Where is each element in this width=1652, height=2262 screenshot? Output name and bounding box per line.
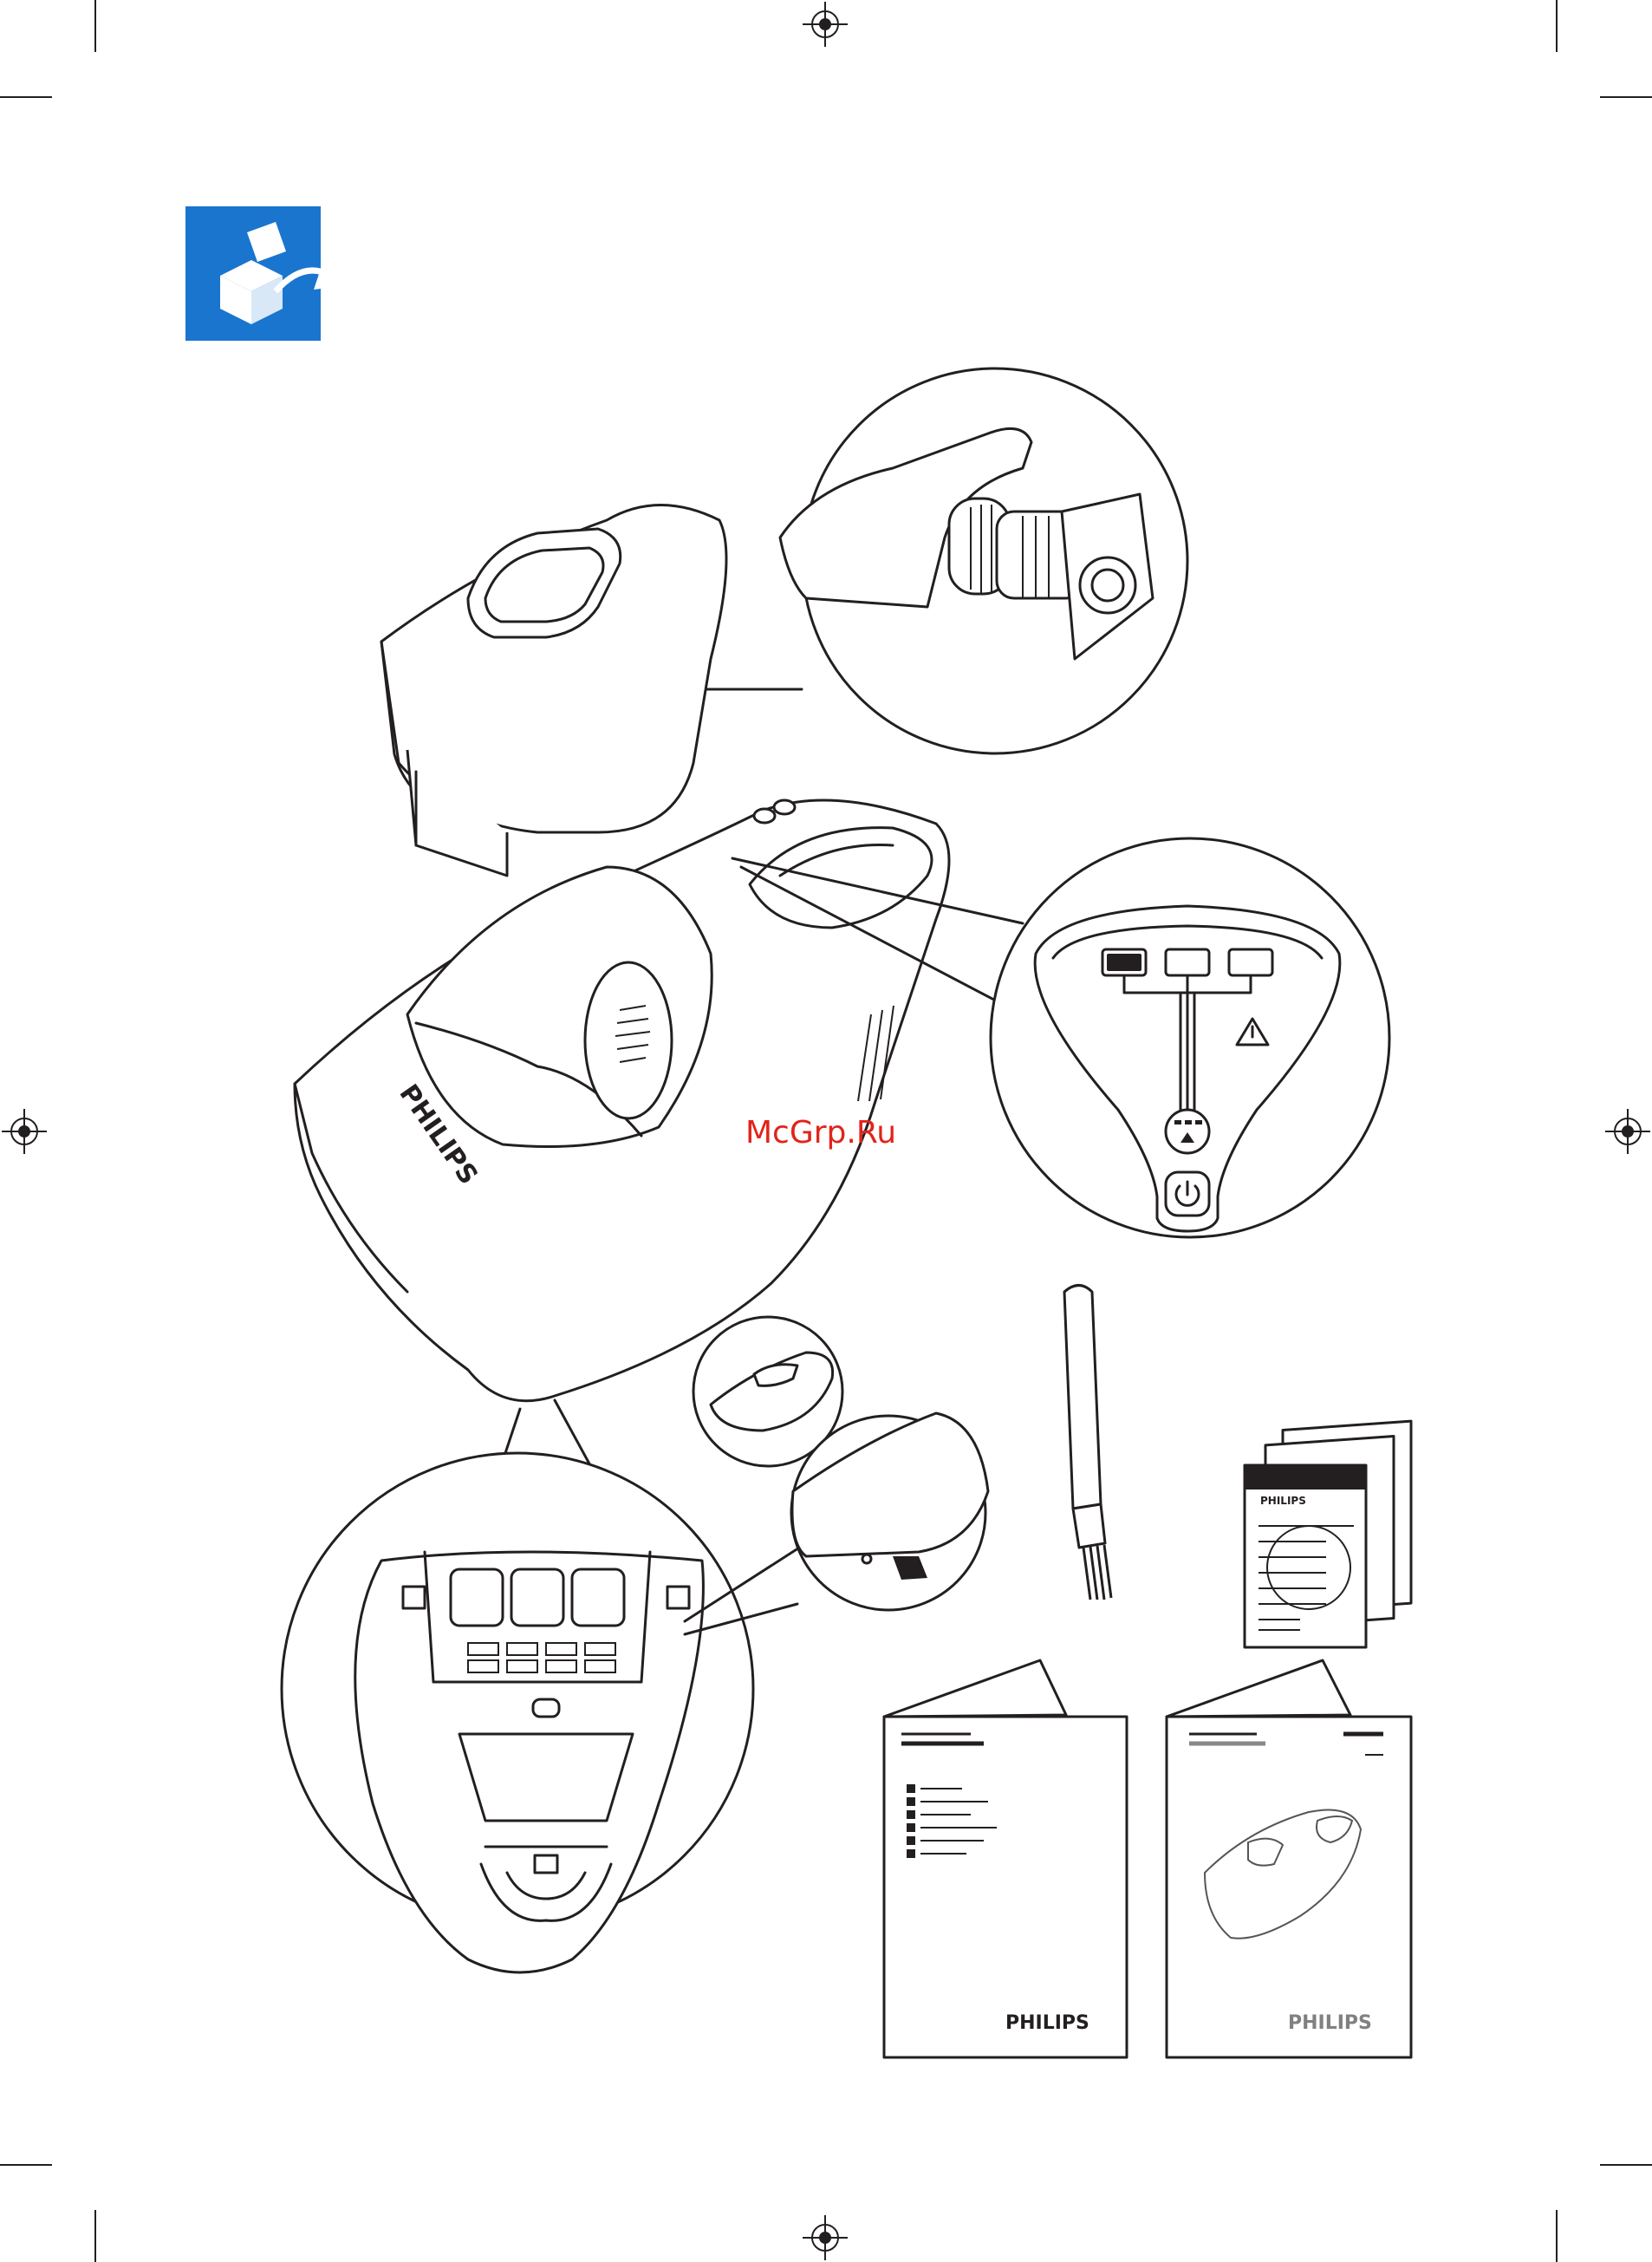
bottom-view-zoom-circle <box>282 1400 753 1972</box>
filter-zoom-circle <box>706 368 1187 753</box>
registration-mark-top <box>803 2 848 47</box>
watermark: McGrp.Ru <box>745 1115 896 1151</box>
dust-container-illustration <box>381 505 726 877</box>
handheld-vacuum-illustration: PHILIPS <box>295 800 949 1401</box>
registration-mark-bottom <box>803 2215 848 2260</box>
user-manual-left: PHILIPS <box>884 1660 1127 2057</box>
manual-right-brand-logo: PHILIPS <box>1288 2012 1372 2034</box>
cleaning-brush-illustration <box>1064 1286 1111 1600</box>
registration-mark-right <box>1605 1109 1650 1154</box>
registration-mark-left <box>2 1109 47 1154</box>
user-manual-right: PHILIPS <box>1167 1660 1411 2057</box>
leaflet-brand-logo: PHILIPS <box>1260 1495 1306 1507</box>
manual-left-brand-logo: PHILIPS <box>1005 2012 1089 2034</box>
leaflet-stack-illustration: PHILIPS <box>1245 1421 1411 1647</box>
box-unpack-icon <box>185 206 341 341</box>
